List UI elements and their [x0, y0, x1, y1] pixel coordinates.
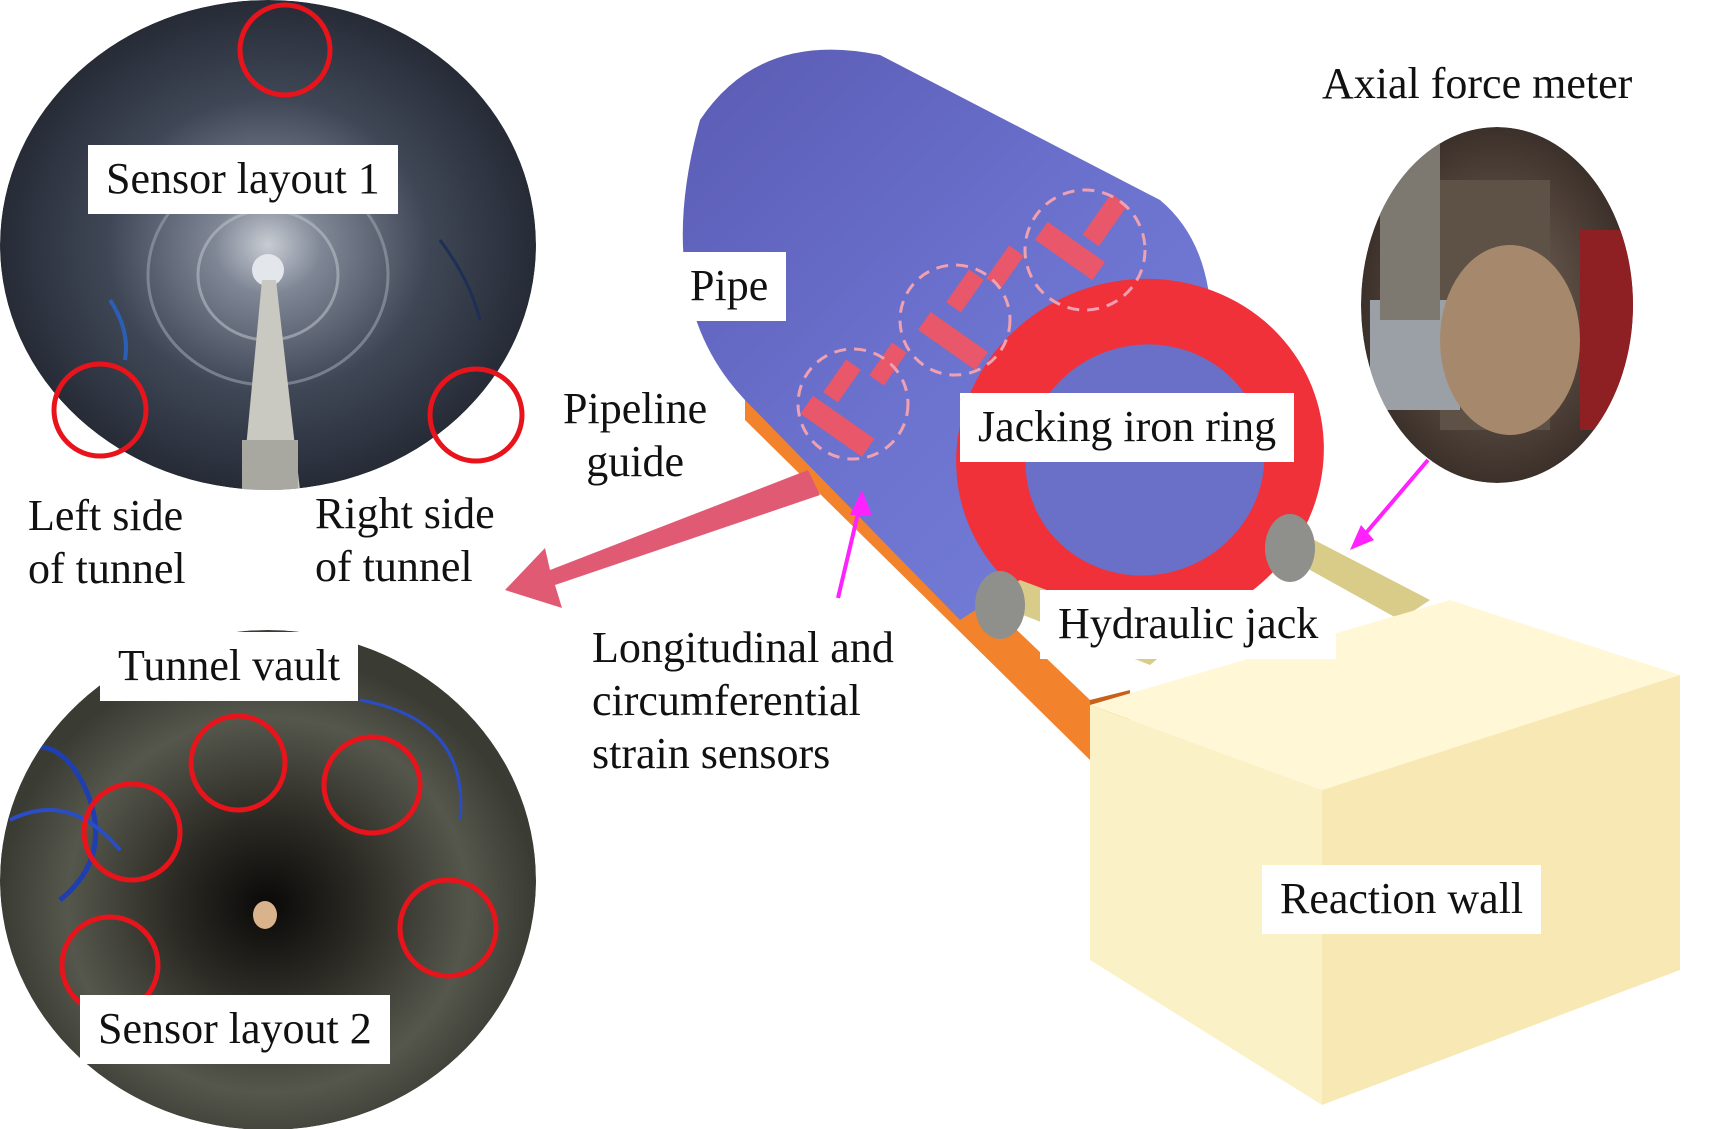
right-side-line-2: of tunnel	[315, 541, 473, 591]
strain-sensors-line-3: strain sensors	[592, 728, 831, 778]
strain-gauges	[800, 193, 1128, 457]
pipeline-guide-label: Pipeline guide	[563, 383, 707, 489]
axial-force-meter-photo	[1361, 127, 1633, 483]
strain-sensors-line-2: circumferential	[592, 675, 861, 725]
axial-force-meter-label: Axial force meter	[1322, 59, 1633, 108]
right-side-label: Right side of tunnel	[315, 488, 495, 594]
strain-sensors-label: Longitudinal and circumferential strain …	[592, 622, 894, 780]
pointer-arrows	[836, 458, 1430, 599]
photo-reference-arrow	[505, 470, 820, 608]
left-side-label: Left side of tunnel	[28, 490, 186, 596]
sensor-marker-circles-1	[51, 2, 525, 464]
jacking-iron-ring-label: Jacking iron ring	[960, 393, 1295, 462]
strain-sensors-line-1: Longitudinal and	[592, 623, 894, 672]
pipeline-guide-line-1: Pipeline	[563, 384, 708, 433]
reaction-wall-label: Reaction wall	[1262, 865, 1542, 934]
left-side-line-1: Left side	[28, 491, 184, 540]
strain-gauge-highlight-circles	[796, 188, 1147, 461]
sensor-layout-1-label: Sensor layout 1	[88, 145, 398, 214]
sensor-layout-2-label: Sensor layout 2	[80, 995, 390, 1064]
hydraulic-jack-label: Hydraulic jack	[1040, 590, 1337, 659]
right-side-line-1: Right side	[315, 489, 495, 538]
left-side-line-2: of tunnel	[28, 543, 186, 593]
pipe-label: Pipe	[672, 252, 787, 321]
tunnel-vault-label: Tunnel vault	[100, 632, 359, 701]
reaction-wall	[1090, 600, 1680, 1105]
tunnel-photo-1	[0, 0, 536, 490]
pipeline-guide-line-2: guide	[586, 436, 684, 486]
